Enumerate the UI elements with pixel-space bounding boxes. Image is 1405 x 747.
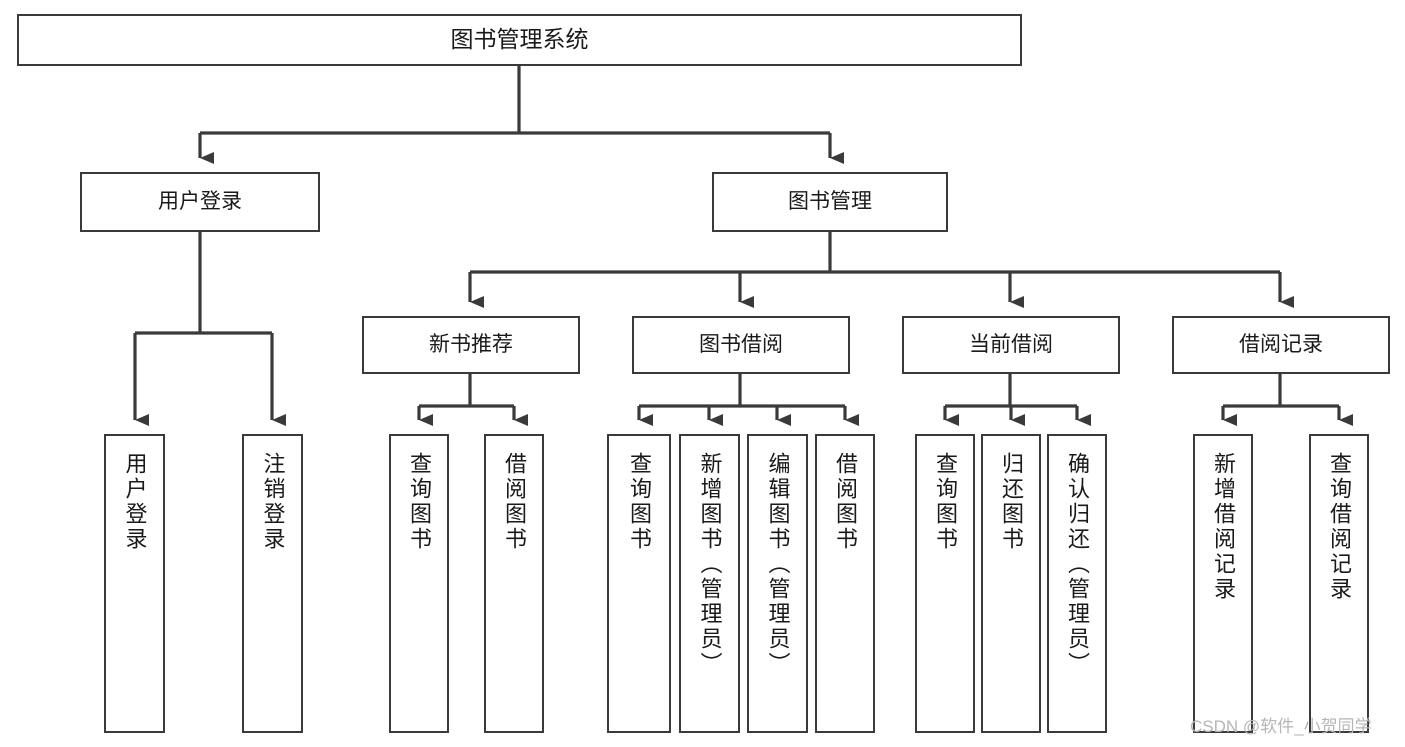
node-label: 用户登录 <box>122 452 148 552</box>
node-label: 确认归还（管理员） <box>1065 452 1090 677</box>
node-book-management[interactable]: 图书管理 <box>712 172 948 232</box>
node-label: 借阅记录 <box>1239 333 1323 357</box>
node-label: 图书借阅 <box>699 333 783 357</box>
node-new-book-recommendation[interactable]: 新书推荐 <box>362 316 580 374</box>
leaf-query-borrow-record[interactable]: 查询借阅记录 <box>1309 434 1369 733</box>
node-label: 当前借阅 <box>969 333 1053 357</box>
leaf-borrow-books-newbook[interactable]: 借阅图书 <box>484 434 544 733</box>
leaf-user-login[interactable]: 用户登录 <box>104 434 165 733</box>
leaf-edit-book-admin[interactable]: 编辑图书（管理员） <box>747 434 808 733</box>
node-root-system[interactable]: 图书管理系统 <box>17 14 1022 66</box>
leaf-confirm-return-admin[interactable]: 确认归还（管理员） <box>1047 434 1107 733</box>
node-label: 查询图书 <box>407 452 432 552</box>
leaf-add-book-admin[interactable]: 新增图书（管理员） <box>679 434 740 733</box>
node-label: 新增图书（管理员） <box>697 452 723 677</box>
leaf-logout[interactable]: 注销登录 <box>242 434 303 733</box>
node-label: 借阅图书 <box>833 452 858 552</box>
node-user-login[interactable]: 用户登录 <box>80 172 320 232</box>
node-current-borrowing[interactable]: 当前借阅 <box>902 316 1120 374</box>
node-label: 编辑图书（管理员） <box>765 452 791 677</box>
node-book-borrowing[interactable]: 图书借阅 <box>632 316 850 374</box>
node-borrow-records[interactable]: 借阅记录 <box>1172 316 1390 374</box>
node-label: 查询借阅记录 <box>1327 452 1352 602</box>
leaf-borrow-books-borrow[interactable]: 借阅图书 <box>815 434 875 733</box>
node-label: 用户登录 <box>158 190 242 214</box>
node-label: 查询图书 <box>627 452 652 552</box>
node-label: 查询图书 <box>933 452 958 552</box>
node-label: 图书管理 <box>788 190 872 214</box>
node-label: 图书管理系统 <box>450 26 589 53</box>
leaf-query-books-borrow[interactable]: 查询图书 <box>607 434 671 733</box>
leaf-query-books-current[interactable]: 查询图书 <box>915 434 975 733</box>
node-label: 借阅图书 <box>502 452 527 552</box>
node-label: 新书推荐 <box>429 333 513 357</box>
leaf-add-borrow-record[interactable]: 新增借阅记录 <box>1193 434 1253 733</box>
node-label: 新增借阅记录 <box>1211 452 1236 602</box>
leaf-query-books-newbook[interactable]: 查询图书 <box>389 434 449 733</box>
node-label: 归还图书 <box>999 452 1024 552</box>
leaf-return-books[interactable]: 归还图书 <box>981 434 1041 733</box>
node-label: 注销登录 <box>260 452 286 552</box>
